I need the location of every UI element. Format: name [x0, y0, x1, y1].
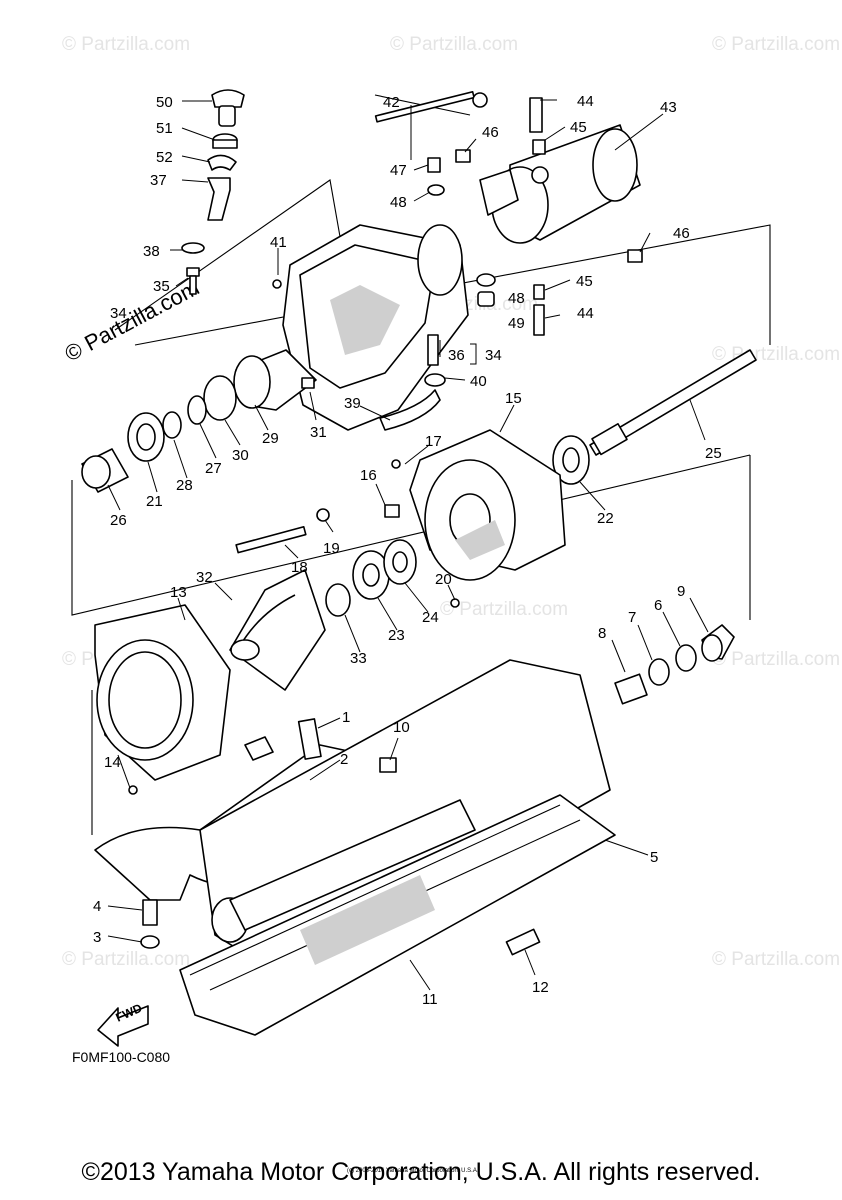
callout-47: 47	[390, 162, 407, 179]
callout-15: 15	[505, 390, 522, 407]
callout-17: 17	[425, 433, 442, 450]
callout-22: 22	[597, 510, 614, 527]
drawing-code: F0MF100-C080	[72, 1049, 170, 1065]
callout-41: 41	[270, 234, 287, 251]
diagonal-watermark: © Partzilla.com	[61, 275, 204, 367]
watermark: © Partzilla.com	[390, 34, 518, 55]
callout-35: 35	[153, 278, 170, 295]
callout-12: 12	[532, 979, 549, 996]
callout-46b: 46	[673, 225, 690, 242]
callout-44a: 44	[577, 93, 594, 110]
callout-48b: 48	[508, 290, 525, 307]
watermark: © Partzilla.com	[712, 949, 840, 970]
impeller-group	[229, 526, 460, 691]
callout-4: 4	[93, 898, 101, 915]
callout-24: 24	[422, 609, 439, 626]
callout-27: 27	[205, 460, 222, 477]
callout-48a: 48	[390, 194, 407, 211]
plug-assembly	[181, 89, 245, 295]
callout-30: 30	[232, 447, 249, 464]
callout-6: 6	[654, 597, 662, 614]
callout-29: 29	[262, 430, 279, 447]
bearing-stack-right	[614, 624, 735, 705]
watermark: © Partzilla.com	[712, 649, 840, 670]
callout-44b: 44	[577, 305, 594, 322]
callout-14: 14	[104, 754, 121, 771]
watermark: © Partzilla.com	[712, 34, 840, 55]
drive-shaft	[552, 349, 757, 485]
nozzle-assembly	[427, 97, 643, 336]
callout-28: 28	[176, 477, 193, 494]
callout-33: 33	[350, 650, 367, 667]
callout-19: 19	[323, 540, 340, 557]
intake-duct	[272, 90, 488, 431]
callout-numbers: 50 51 52 37 38 35 34 42 44 43 45 46 47 4…	[93, 93, 722, 1008]
callout-46a: 46	[482, 124, 499, 141]
callout-5: 5	[650, 849, 658, 866]
callout-18: 18	[291, 559, 308, 576]
callout-38: 38	[143, 243, 160, 260]
watermark: © Partzilla.com	[62, 949, 190, 970]
callout-49: 49	[508, 315, 525, 332]
watermark: © Partzilla.com	[440, 599, 568, 620]
callout-34a: 34	[110, 305, 127, 322]
fwd-arrow: FWD	[97, 1001, 149, 1047]
callout-40: 40	[470, 373, 487, 390]
callout-2: 2	[340, 751, 348, 768]
duct-ring	[94, 604, 231, 795]
cooling-hose	[379, 334, 446, 431]
intake-grate-and-housing	[94, 659, 616, 1036]
callout-20: 20	[435, 571, 452, 588]
callout-50: 50	[156, 94, 173, 111]
leader-lines	[107, 99, 709, 991]
callout-13: 13	[170, 584, 187, 601]
callout-31: 31	[310, 424, 327, 441]
callout-1: 1	[342, 709, 350, 726]
watermark: © Partzilla.com	[62, 34, 190, 55]
bearing-stack-left	[81, 349, 317, 493]
callout-34b: 34	[485, 347, 502, 364]
callout-52: 52	[156, 149, 173, 166]
callout-51: 51	[156, 120, 173, 137]
callout-8: 8	[598, 625, 606, 642]
callout-43: 43	[660, 99, 677, 116]
callout-10: 10	[393, 719, 410, 736]
callout-36: 36	[448, 347, 465, 364]
impeller-housing	[316, 429, 566, 581]
callout-25: 25	[705, 445, 722, 462]
copyright-notice: ©2013 Yamaha Motor Corporation, U.S.A. A…	[81, 1158, 761, 1186]
callout-7: 7	[628, 609, 636, 626]
small-print: (c) 2005-2016 Yamaha Motor Corporation, …	[347, 1168, 479, 1174]
callout-21: 21	[146, 493, 163, 510]
callout-11: 11	[422, 991, 438, 1008]
callout-9: 9	[677, 583, 685, 600]
callout-45b: 45	[576, 273, 593, 290]
callout-32: 32	[196, 569, 213, 586]
callout-26: 26	[110, 512, 127, 529]
callout-45a: 45	[570, 119, 587, 136]
callout-3: 3	[93, 929, 101, 946]
callout-23: 23	[388, 627, 405, 644]
callout-42: 42	[383, 94, 400, 111]
callout-16: 16	[360, 467, 377, 484]
callout-37: 37	[150, 172, 167, 189]
callout-39: 39	[344, 395, 361, 412]
